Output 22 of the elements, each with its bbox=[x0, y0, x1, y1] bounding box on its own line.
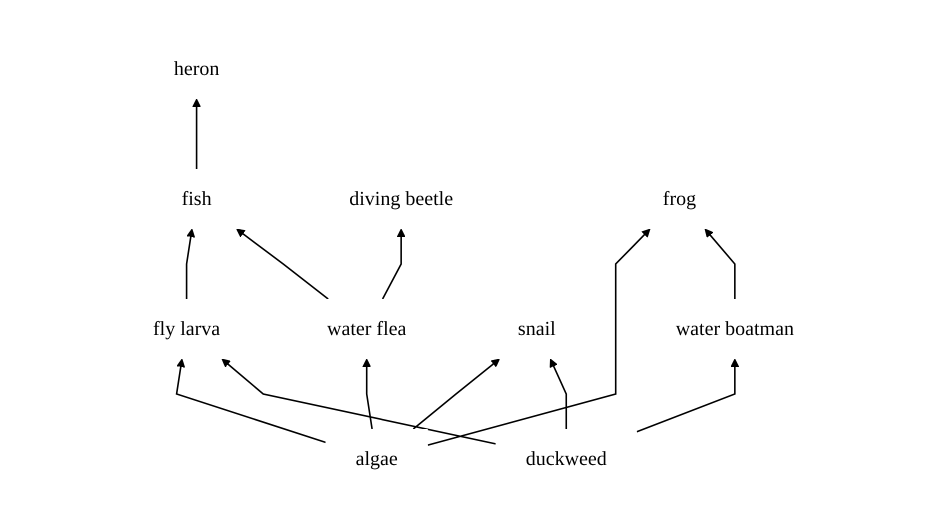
arrow bbox=[362, 358, 372, 430]
arrow bbox=[381, 228, 406, 300]
arrow bbox=[412, 358, 500, 430]
arrow bbox=[427, 228, 650, 446]
arrow bbox=[185, 228, 195, 299]
arrow bbox=[549, 358, 567, 429]
arrow bbox=[704, 228, 736, 299]
arrow bbox=[175, 358, 326, 444]
node-text: diving beetle bbox=[348, 188, 453, 210]
node-text: algae bbox=[355, 448, 398, 470]
node-text: duckweed bbox=[525, 448, 606, 470]
node-text: fly larva bbox=[152, 318, 220, 340]
arrow bbox=[636, 358, 739, 433]
arrow bbox=[221, 358, 496, 445]
node-text: water flea bbox=[326, 318, 406, 340]
node-text: frog bbox=[662, 188, 696, 210]
node-text: water boatman bbox=[675, 318, 794, 340]
node-text: snail bbox=[517, 318, 556, 340]
node-text: fish bbox=[181, 188, 212, 210]
arrow bbox=[236, 228, 328, 300]
arrow bbox=[192, 98, 200, 169]
node-text: heron bbox=[173, 58, 219, 80]
